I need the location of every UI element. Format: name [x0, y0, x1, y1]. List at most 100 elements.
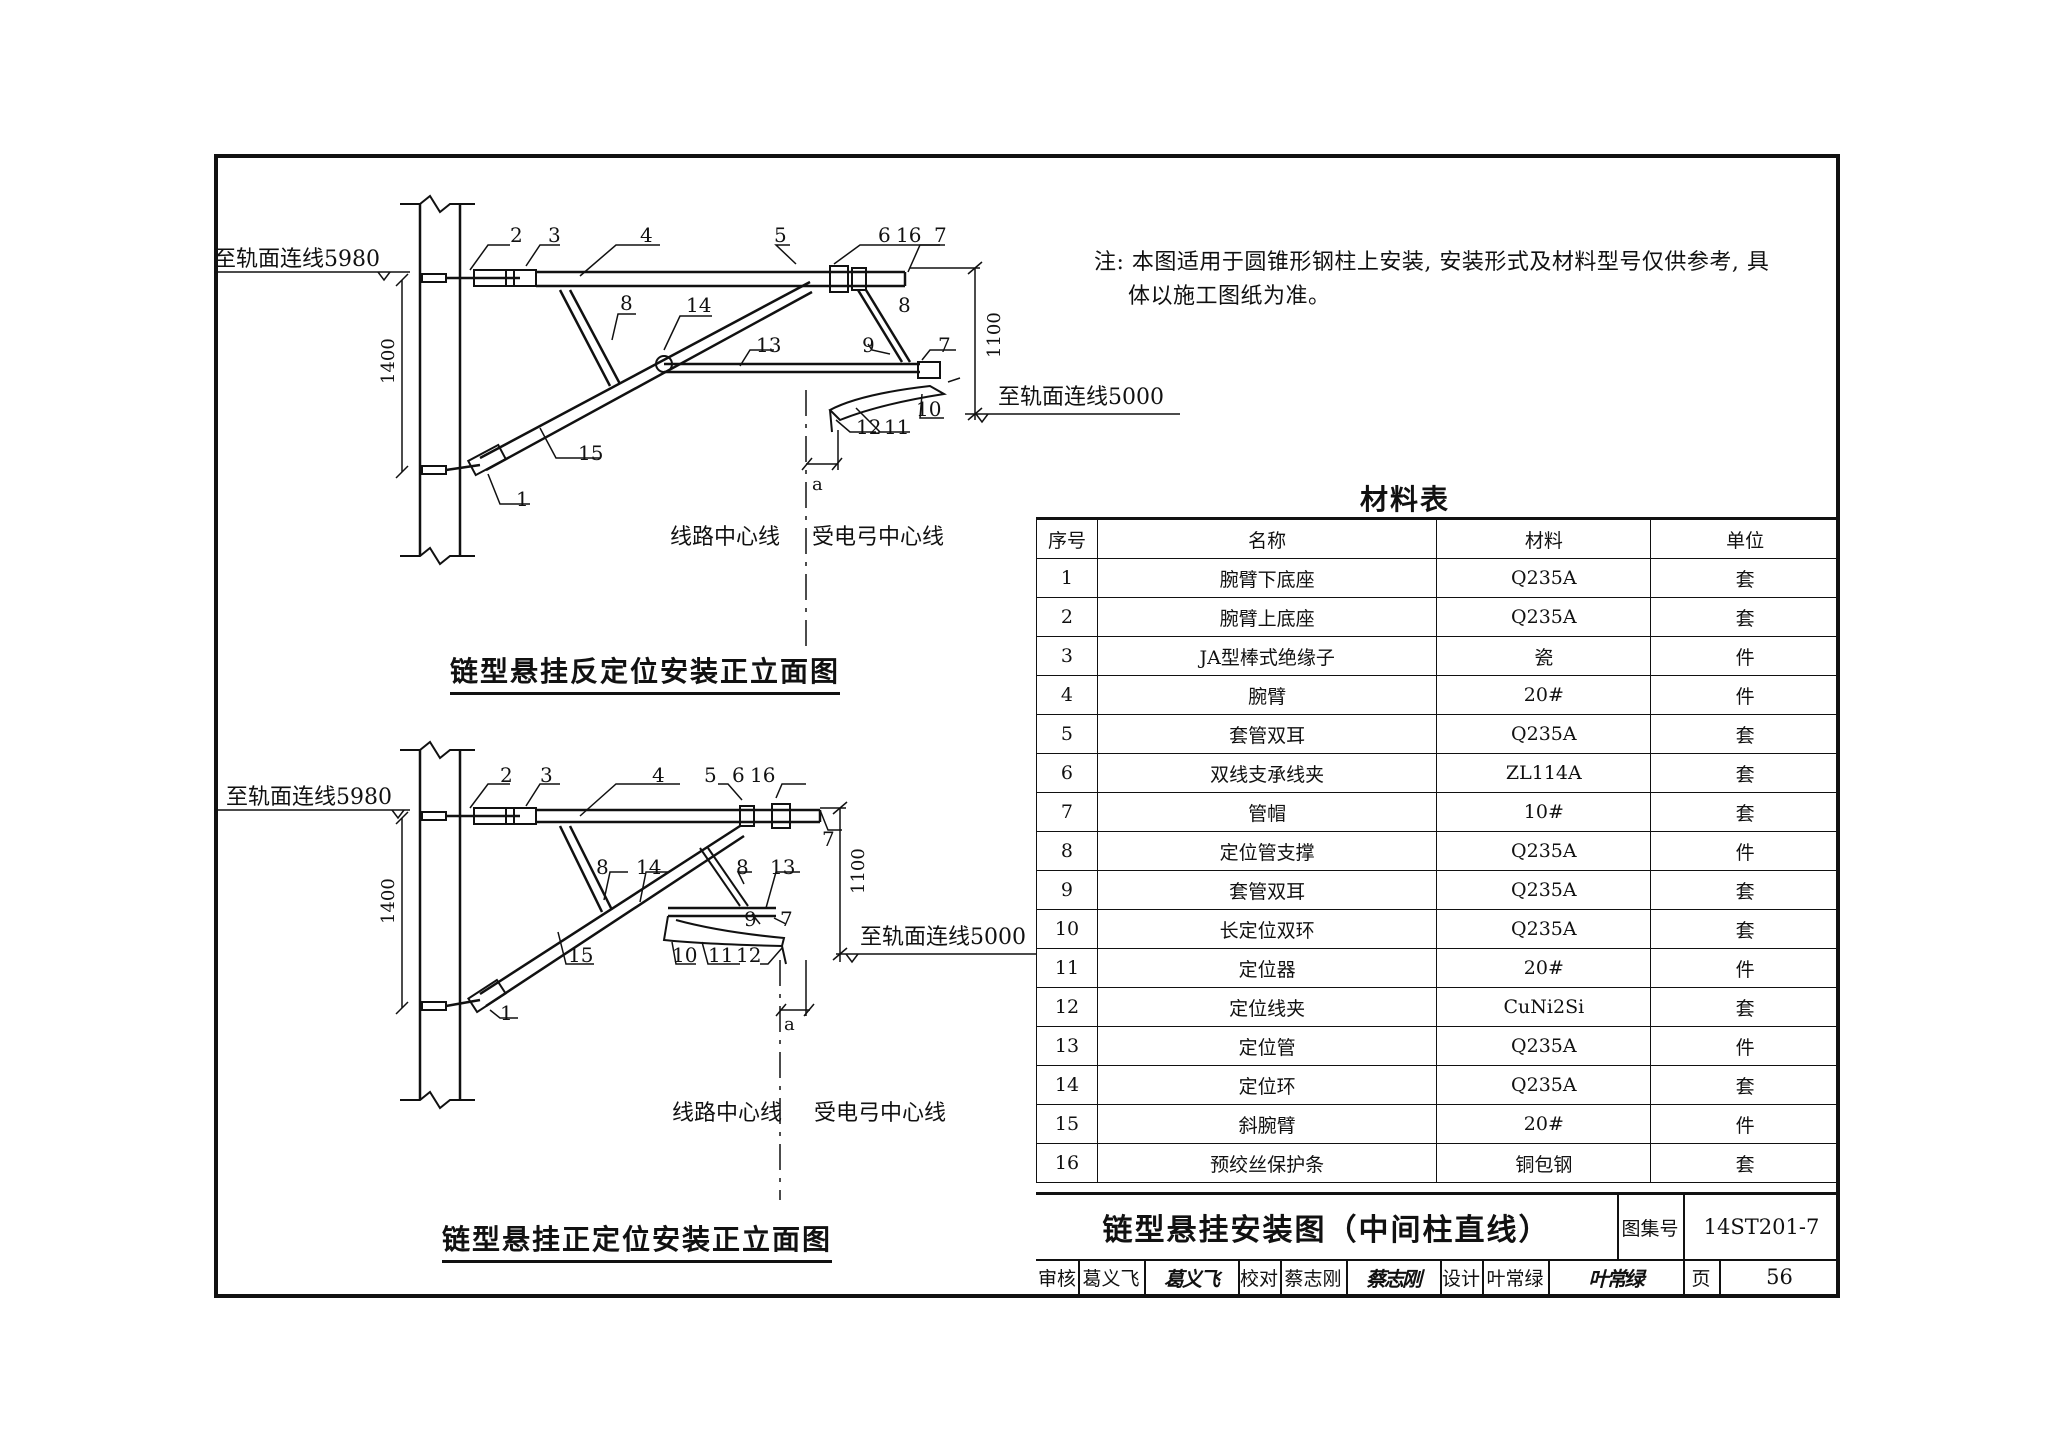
top-part-15: 15	[578, 441, 603, 465]
reviewer-name: 葛义飞	[1078, 1259, 1146, 1295]
checker-name: 蔡志刚	[1280, 1259, 1348, 1295]
bottom-part-15: 15	[568, 943, 593, 967]
note: 注: 本图适用于圆锥形钢柱上安装, 安装形式及材料型号仅供参考, 具 体以施工图…	[1094, 246, 1834, 314]
top-part-14: 14	[686, 293, 711, 317]
bottom-part-16: 16	[750, 763, 775, 787]
bottom-part-6: 6	[732, 763, 745, 787]
bottom-pantograph-center-label: 受电弓中心线	[814, 1101, 946, 1126]
cell-name: 定位管支撑	[1096, 831, 1438, 871]
header-unit: 单位	[1650, 517, 1840, 559]
cell-unit: 套	[1650, 909, 1840, 949]
cell-unit: 套	[1650, 597, 1840, 637]
top-dim-a: a	[812, 474, 823, 495]
cell-unit: 套	[1650, 987, 1840, 1027]
cell-unit: 套	[1650, 870, 1840, 910]
cell-name: 腕臂上底座	[1096, 597, 1438, 637]
bottom-part-numbers: 2 3 4 5 6 16 7 8 14 8 13 9 7 15 10 11 12…	[500, 763, 835, 1025]
bottom-part-9: 9	[744, 907, 757, 931]
bottom-part-8b: 8	[736, 855, 749, 879]
cell-name: 定位环	[1096, 1065, 1438, 1105]
designer-signature: 叶常绿	[1548, 1259, 1685, 1295]
drawing-title: 链型悬挂安装图（中间柱直线）	[1036, 1195, 1619, 1261]
bottom-part-2: 2	[500, 763, 513, 787]
design-label: 设计	[1440, 1259, 1484, 1295]
cell-material: Q235A	[1436, 831, 1652, 871]
page-label: 页	[1683, 1259, 1721, 1295]
bottom-diagram-caption: 链型悬挂正定位安装正立面图	[442, 1218, 833, 1263]
cell-unit: 套	[1650, 714, 1840, 754]
cell-index: 8	[1036, 831, 1098, 871]
cell-material: 20#	[1436, 948, 1652, 988]
cell-material: Q235A	[1436, 909, 1652, 949]
cell-index: 15	[1036, 1104, 1098, 1144]
cell-index: 11	[1036, 948, 1098, 988]
cell-name: 管帽	[1096, 792, 1438, 832]
top-part-7b: 7	[938, 333, 951, 357]
top-part-4: 4	[640, 223, 653, 247]
bottom-rail-upper-label: 至轨面连线5980	[226, 785, 392, 810]
cell-material: Q235A	[1436, 597, 1652, 637]
cell-name: 斜腕臂	[1096, 1104, 1438, 1144]
reviewer-signature: 葛义飞	[1144, 1259, 1240, 1295]
top-part-10: 10	[916, 397, 941, 421]
cell-material: Q235A	[1436, 558, 1652, 598]
top-part-7a: 7	[934, 223, 947, 247]
atlas-number: 14ST201-7	[1683, 1195, 1840, 1261]
atlas-label: 图集号	[1617, 1195, 1685, 1261]
header-material: 材料	[1436, 517, 1652, 559]
cell-material: 瓷	[1436, 636, 1652, 676]
cell-unit: 套	[1650, 1065, 1840, 1105]
cell-material: 20#	[1436, 675, 1652, 715]
checker-signature: 蔡志刚	[1346, 1259, 1442, 1295]
table-header-row: 序号 名称 材料 单位	[1036, 517, 1840, 559]
bottom-part-7b: 7	[780, 907, 793, 931]
cell-index: 14	[1036, 1065, 1098, 1105]
top-part-16: 16	[896, 223, 921, 247]
cell-name: 长定位双环	[1096, 909, 1438, 949]
review-label: 审核	[1036, 1259, 1080, 1295]
top-part-12: 12	[856, 415, 881, 439]
bottom-part-5: 5	[704, 763, 717, 787]
cell-index: 7	[1036, 792, 1098, 832]
cell-name: JA型棒式绝缘子	[1096, 636, 1438, 676]
bottom-diagram	[214, 740, 1036, 1200]
top-part-numbers: 2 3 4 5 6 16 7 8 14 8 9 7 13 10 12 11 15…	[510, 223, 951, 511]
bottom-rail-lower-label: 至轨面连线5000	[860, 925, 1026, 950]
bottom-part-14: 14	[636, 855, 661, 879]
top-part-3: 3	[548, 223, 561, 247]
cell-material: Q235A	[1436, 1065, 1652, 1105]
bottom-part-12: 12	[736, 943, 761, 967]
top-rail-lower-label: 至轨面连线5000	[998, 385, 1164, 410]
cell-name: 腕臂下底座	[1096, 558, 1438, 598]
cell-name: 套管双耳	[1096, 870, 1438, 910]
bottom-part-7a: 7	[822, 827, 835, 851]
cell-material: Q235A	[1436, 714, 1652, 754]
bottom-part-11: 11	[708, 943, 733, 967]
top-rail-upper-label: 至轨面连线5980	[214, 247, 380, 272]
bottom-part-1: 1	[500, 1001, 513, 1025]
top-pantograph-center-label: 受电弓中心线	[812, 525, 944, 550]
cell-name: 套管双耳	[1096, 714, 1438, 754]
cell-name: 定位管	[1096, 1026, 1438, 1066]
cell-index: 13	[1036, 1026, 1098, 1066]
cell-unit: 件	[1650, 948, 1840, 988]
cell-index: 12	[1036, 987, 1098, 1027]
top-part-8b: 8	[898, 293, 911, 317]
cell-name: 双线支承线夹	[1096, 753, 1438, 793]
bottom-dim-1400: 1400	[378, 878, 399, 924]
signature-row: 审核 葛义飞 葛义飞 校对 蔡志刚 蔡志刚 设计 叶常绿 叶常绿 页 56	[1036, 1259, 1840, 1295]
material-table-title: 材料表	[1360, 483, 1451, 516]
cell-material: 20#	[1436, 1104, 1652, 1144]
cell-index: 3	[1036, 636, 1098, 676]
bottom-part-13: 13	[770, 855, 795, 879]
bottom-part-8a: 8	[596, 855, 609, 879]
